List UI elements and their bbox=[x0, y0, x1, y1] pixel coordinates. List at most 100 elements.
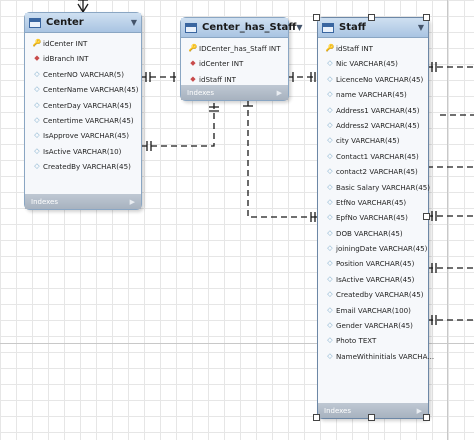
column-row[interactable]: ◇city VARCHAR(45) bbox=[318, 133, 428, 148]
table-center-indexes-bar[interactable]: Indexes ▶ bbox=[25, 194, 141, 209]
column-row[interactable]: ◇CenterName VARCHAR(45) bbox=[25, 82, 141, 97]
resize-handle-middle-right[interactable] bbox=[423, 213, 430, 220]
column-label: EpfNo VARCHAR(45) bbox=[336, 213, 408, 223]
column-label: IsActive VARCHAR(10) bbox=[43, 146, 122, 156]
chevron-right-icon[interactable]: ▶ bbox=[129, 197, 135, 206]
column-row[interactable]: ◇Gender VARCHAR(45) bbox=[318, 318, 428, 333]
table-center-has-staff-title: Center_has_Staff bbox=[202, 22, 297, 33]
column-row[interactable]: ◇DOB VARCHAR(45) bbox=[318, 226, 428, 241]
column-icon: ◇ bbox=[327, 336, 333, 345]
column-row[interactable]: ◇CreatedBy VARCHAR(45) bbox=[25, 159, 141, 174]
column-label: DOB VARCHAR(45) bbox=[336, 228, 403, 238]
column-row[interactable]: ◆idStaff INT bbox=[181, 72, 288, 87]
column-row[interactable]: ◇Nic VARCHAR(45) bbox=[318, 56, 428, 71]
column-row[interactable]: ◇Contact1 VARCHAR(45) bbox=[318, 149, 428, 164]
column-row[interactable]: ◇LicenceNo VARCHAR(45) bbox=[318, 72, 428, 87]
column-label: Createdby VARCHAR(45) bbox=[336, 290, 424, 300]
resize-handle-top-right[interactable] bbox=[423, 14, 430, 21]
column-icon: ◇ bbox=[327, 290, 333, 299]
chevron-right-icon[interactable]: ▶ bbox=[416, 406, 422, 415]
table-center-title-bar[interactable]: Center ▼ bbox=[25, 13, 141, 33]
resize-handle-top-left[interactable] bbox=[313, 14, 320, 21]
column-label: Address1 VARCHAR(45) bbox=[336, 105, 420, 115]
resize-handle-bottom-left[interactable] bbox=[313, 414, 320, 421]
column-row[interactable]: ◇Basic Salary VARCHAR(45) bbox=[318, 180, 430, 195]
column-label: idBranch INT bbox=[43, 54, 89, 64]
column-row[interactable]: ◆idCenter INT bbox=[181, 56, 288, 71]
column-row[interactable]: ◇Address2 VARCHAR(45) bbox=[318, 118, 428, 133]
resize-handle-bottom-right[interactable] bbox=[423, 414, 430, 421]
column-icon: ◇ bbox=[34, 162, 40, 171]
column-label: CenterNO VARCHAR(5) bbox=[43, 69, 124, 79]
indexes-label: Indexes bbox=[31, 197, 59, 206]
foreign-key-icon: ◆ bbox=[190, 74, 196, 83]
key-icon: 🔑 bbox=[325, 44, 335, 52]
resize-handle-top-middle[interactable] bbox=[368, 14, 375, 21]
column-row[interactable]: 🔑idCenter INT bbox=[25, 36, 141, 51]
page-boundary-horizontal bbox=[0, 343, 474, 344]
column-row[interactable]: ◇joiningDate VARCHAR(45) bbox=[318, 241, 428, 256]
table-center-has-staff-title-bar[interactable]: Center_has_Staff ▼ bbox=[181, 18, 303, 38]
column-label: Nic VARCHAR(45) bbox=[336, 59, 398, 69]
column-row[interactable]: ◇CenterDay VARCHAR(45) bbox=[25, 98, 141, 113]
column-row[interactable]: ◇IsActive VARCHAR(45) bbox=[318, 272, 428, 287]
column-row[interactable]: ◇IsActive VARCHAR(10) bbox=[25, 144, 141, 159]
column-row[interactable]: ◇name VARCHAR(45) bbox=[318, 87, 428, 102]
column-row[interactable]: ◇IsApprove VARCHAR(45) bbox=[25, 128, 141, 143]
column-label: NameWithinitials VARCHA... bbox=[336, 351, 435, 361]
chevron-down-icon[interactable]: ▼ bbox=[130, 18, 137, 27]
column-row[interactable]: ◇Centertime VARCHAR(45) bbox=[25, 113, 141, 128]
table-staff-title-bar[interactable]: Staff ▼ bbox=[318, 18, 428, 38]
column-label: IsApprove VARCHAR(45) bbox=[43, 131, 130, 141]
column-row[interactable]: ◇CenterNO VARCHAR(5) bbox=[25, 67, 141, 82]
column-icon: ◇ bbox=[327, 120, 333, 129]
column-icon: ◇ bbox=[327, 197, 333, 206]
table-staff-columns: 🔑idStaff INT ◇Nic VARCHAR(45) ◇LicenceNo… bbox=[318, 38, 434, 364]
column-icon: ◇ bbox=[34, 69, 40, 78]
table-staff[interactable]: Staff ▼ 🔑idStaff INT ◇Nic VARCHAR(45) ◇L… bbox=[317, 17, 434, 419]
indexes-label: Indexes bbox=[187, 88, 215, 97]
column-label: Email VARCHAR(100) bbox=[336, 305, 411, 315]
column-row[interactable]: ◇EpfNo VARCHAR(45) bbox=[318, 210, 428, 225]
column-label: Address2 VARCHAR(45) bbox=[336, 120, 420, 130]
column-label: Centertime VARCHAR(45) bbox=[43, 115, 134, 125]
chevron-down-icon[interactable]: ▼ bbox=[296, 23, 303, 32]
column-icon: ◇ bbox=[327, 321, 333, 330]
table-center[interactable]: Center ▼ 🔑idCenter INT ◆idBranch INT ◇Ce… bbox=[24, 12, 142, 210]
column-icon: ◇ bbox=[327, 167, 333, 176]
column-label: CreatedBy VARCHAR(45) bbox=[43, 162, 131, 172]
column-row[interactable]: ◇Address1 VARCHAR(45) bbox=[318, 103, 428, 118]
key-icon: 🔑 bbox=[32, 39, 42, 47]
column-row[interactable]: ◆idBranch INT bbox=[25, 51, 141, 66]
column-icon: ◇ bbox=[327, 151, 333, 160]
column-row[interactable]: ◇Createdby VARCHAR(45) bbox=[318, 287, 428, 302]
resize-handle-bottom-middle[interactable] bbox=[368, 414, 375, 421]
column-icon: ◇ bbox=[327, 74, 333, 83]
column-icon: ◇ bbox=[327, 182, 333, 191]
column-label: CenterDay VARCHAR(45) bbox=[43, 100, 132, 110]
table-staff-indexes-bar[interactable]: Indexes ▶ bbox=[318, 403, 428, 418]
column-row[interactable]: ◇contact2 VARCHAR(45) bbox=[318, 164, 428, 179]
column-icon: ◇ bbox=[327, 244, 333, 253]
chevron-down-icon[interactable]: ▼ bbox=[417, 23, 424, 32]
column-row[interactable]: ◇Position VARCHAR(45) bbox=[318, 256, 428, 271]
chevron-right-icon[interactable]: ▶ bbox=[276, 88, 282, 97]
column-row[interactable]: ◇Email VARCHAR(100) bbox=[318, 303, 428, 318]
column-label: CenterName VARCHAR(45) bbox=[43, 85, 139, 95]
column-row[interactable]: ◇EtfNo VARCHAR(45) bbox=[318, 195, 428, 210]
table-center-has-staff-indexes-bar[interactable]: Indexes ▶ bbox=[181, 85, 288, 100]
column-label: idStaff INT bbox=[336, 44, 373, 53]
key-icon: 🔑 bbox=[188, 44, 198, 52]
column-label: Position VARCHAR(45) bbox=[336, 259, 415, 269]
table-icon bbox=[322, 22, 334, 33]
column-row[interactable]: ◇Photo TEXT bbox=[318, 333, 428, 348]
column-row[interactable]: 🔑idStaff INT bbox=[318, 41, 428, 56]
column-icon: ◇ bbox=[34, 115, 40, 124]
column-row[interactable]: 🔑IDCenter_has_Staff INT bbox=[181, 41, 288, 56]
column-row[interactable]: ◇NameWithinitials VARCHA... bbox=[318, 349, 434, 364]
table-center-has-staff[interactable]: Center_has_Staff ▼ 🔑IDCenter_has_Staff I… bbox=[180, 17, 303, 101]
table-center-title: Center bbox=[46, 17, 84, 28]
table-center-has-staff-columns: 🔑IDCenter_has_Staff INT ◆idCenter INT ◆i… bbox=[181, 38, 288, 87]
column-icon: ◇ bbox=[327, 351, 333, 360]
